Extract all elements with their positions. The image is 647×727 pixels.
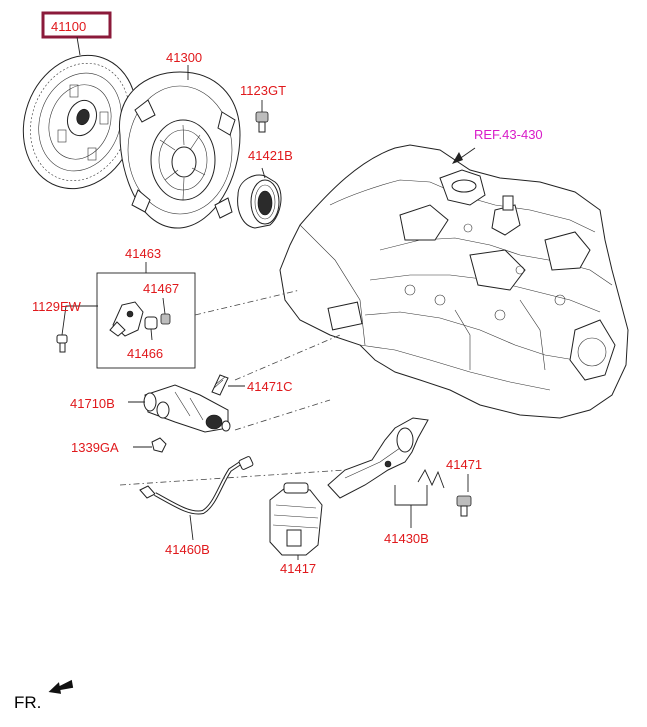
label-41300[interactable]: 41300 xyxy=(166,50,202,65)
bolt-1123gt xyxy=(255,100,269,133)
release-fork xyxy=(327,417,445,499)
hose xyxy=(139,456,254,541)
bracket-box xyxy=(96,262,196,369)
clutch-disc xyxy=(22,54,138,190)
label-ref-43-430[interactable]: REF.43-430 xyxy=(474,127,543,142)
centerline-4 xyxy=(234,399,331,431)
release-cylinder xyxy=(128,384,231,433)
release-bearing xyxy=(237,167,282,229)
label-1339ga[interactable]: 1339GA xyxy=(71,440,119,455)
label-41417[interactable]: 41417 xyxy=(280,561,316,576)
label-41467[interactable]: 41467 xyxy=(143,281,179,296)
label-1123gt[interactable]: 1123GT xyxy=(240,83,286,98)
pivot-bolt-41471 xyxy=(456,474,472,517)
centerline-2 xyxy=(234,334,341,381)
label-41471[interactable]: 41471 xyxy=(446,457,482,472)
label-41460b[interactable]: 41460B xyxy=(165,542,210,557)
bolt-1129ew xyxy=(56,305,98,353)
transmission-housing xyxy=(279,144,629,419)
centerline-1 xyxy=(194,289,301,316)
label-41100[interactable]: 41100 xyxy=(51,19,86,34)
label-41430b[interactable]: 41430B xyxy=(384,531,429,546)
label-41710b[interactable]: 41710B xyxy=(70,396,115,411)
label-41463[interactable]: 41463 xyxy=(125,246,161,261)
pressure-plate xyxy=(118,71,241,229)
label-1129ew[interactable]: 1129EW xyxy=(32,299,82,314)
front-arrow-icon xyxy=(48,679,74,694)
ref-arrow-icon xyxy=(452,152,463,164)
highlight-box xyxy=(41,11,112,39)
bleeder-41471c xyxy=(211,374,245,396)
label-41421b[interactable]: 41421B xyxy=(248,148,293,163)
boot xyxy=(269,482,323,560)
label-41471c[interactable]: 41471C xyxy=(247,379,293,394)
label-41466[interactable]: 41466 xyxy=(127,346,163,361)
fork-leader xyxy=(394,485,428,506)
centerline-3 xyxy=(119,469,346,486)
clutch-disc-leader xyxy=(76,36,81,56)
clip-1339ga xyxy=(133,437,167,453)
front-direction-label: FR. xyxy=(14,693,41,712)
